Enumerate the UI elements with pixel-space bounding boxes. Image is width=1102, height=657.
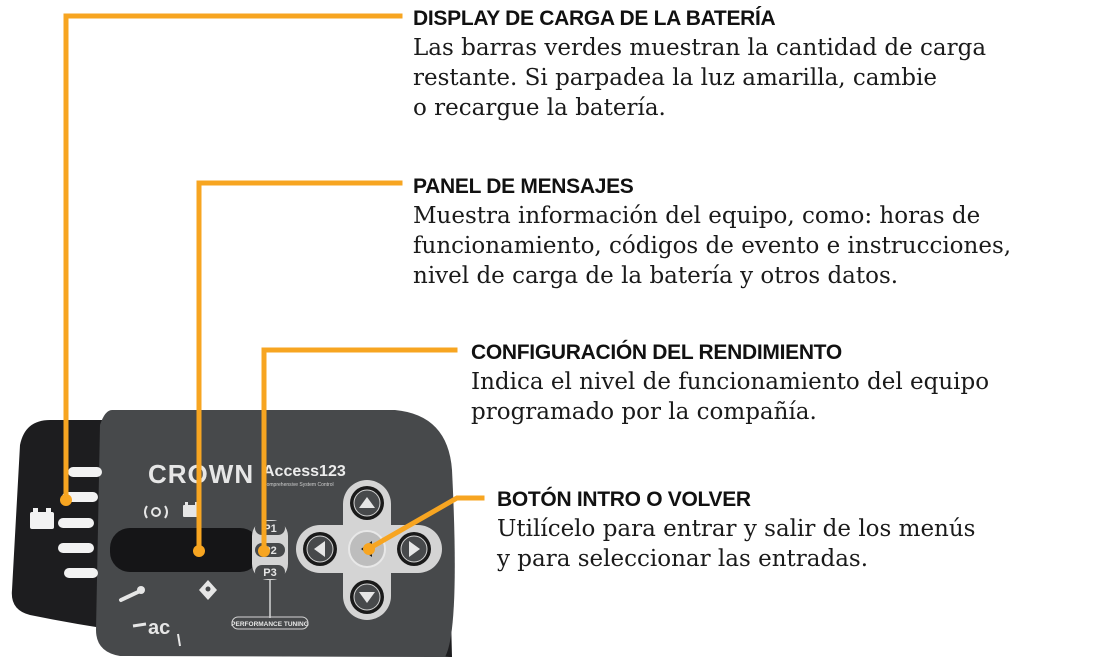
svg-text:ac: ac xyxy=(148,617,170,639)
svg-text:P3: P3 xyxy=(263,567,276,579)
leader-dot-enter xyxy=(363,543,375,555)
leader-dot-performance xyxy=(258,545,270,557)
ac-icon: ac xyxy=(132,617,181,647)
callout-battery-line: restante. Si parpadea la luz amarilla, c… xyxy=(413,65,938,91)
performance-mode-buttons: P1 P2 P3 PERFORMANCE TUNING xyxy=(231,520,309,630)
callout-battery-line: o recargue la batería. xyxy=(413,95,666,121)
callout-messages-line: Muestra información del equipo, como: ho… xyxy=(413,203,981,229)
leader-performance xyxy=(261,347,458,554)
arrow-down-button[interactable] xyxy=(350,580,384,614)
leader-dot-messages xyxy=(193,545,205,557)
mode-button-p3[interactable]: P3 xyxy=(255,565,285,579)
operator-icon xyxy=(199,580,217,600)
leader-battery xyxy=(63,13,403,503)
callout-performance-line: Indica el nivel de funcionamiento del eq… xyxy=(471,369,990,395)
callout-battery-desc: Las barras verdes muestran la cantidad d… xyxy=(413,33,1093,123)
callout-performance-desc: Indica el nivel de funcionamiento del eq… xyxy=(471,367,1096,427)
leader-messages xyxy=(196,180,403,554)
battery-bar-3 xyxy=(58,518,94,528)
callout-messages-line: nivel de carga de la batería y otros dat… xyxy=(413,263,899,289)
wrench-icon xyxy=(119,586,145,602)
callout-battery-line: Las barras verdes muestran la cantidad d… xyxy=(413,35,987,61)
callout-enter-title: BOTÓN INTRO O VOLVER xyxy=(497,488,751,511)
svg-text:P1: P1 xyxy=(263,523,276,535)
callout-performance-title: CONFIGURACIÓN DEL RENDIMIENTO xyxy=(471,341,842,364)
mode-button-p1[interactable]: P1 xyxy=(255,521,285,535)
callout-enter-line: y para seleccionar las entradas. xyxy=(497,546,869,572)
arrow-right-icon xyxy=(409,541,420,557)
arrow-left-icon xyxy=(314,541,325,557)
tuning-label-box xyxy=(231,616,309,630)
product-name: Access123 xyxy=(263,463,346,480)
callout-battery-display: DISPLAY DE CARGA DE LA BATERÍA Las barra… xyxy=(413,7,1093,123)
arrow-up-button[interactable] xyxy=(350,486,384,520)
arrow-up-icon xyxy=(359,497,375,508)
leader-lines xyxy=(63,13,485,554)
callout-battery-title: DISPLAY DE CARGA DE LA BATERÍA xyxy=(413,7,776,30)
arrow-left-button[interactable] xyxy=(303,532,337,566)
tuning-label: PERFORMANCE TUNING xyxy=(231,621,309,628)
battery-bar-1 xyxy=(68,467,102,477)
leader-endpoints xyxy=(60,494,375,557)
message-display xyxy=(110,528,260,572)
arrow-down-icon xyxy=(359,592,375,603)
callout-message-panel: PANEL DE MENSAJES Muestra información de… xyxy=(413,175,1098,291)
battery-bar-5 xyxy=(64,568,98,578)
callout-messages-title: PANEL DE MENSAJES xyxy=(413,175,634,198)
callout-performance-line: programado por la compañía. xyxy=(471,399,817,425)
horn-icon xyxy=(144,505,168,519)
product-subtitle: Comprehensive System Control xyxy=(263,482,334,488)
battery-bar-4 xyxy=(58,543,94,553)
leader-enter xyxy=(366,495,485,552)
callout-performance-setting: CONFIGURACIÓN DEL RENDIMIENTO Indica el … xyxy=(471,341,1096,427)
control-panel-device: CROWN Access123 Comprehensive System Con… xyxy=(11,410,455,657)
leader-dot-battery xyxy=(60,494,72,506)
callout-messages-desc: Muestra información del equipo, como: ho… xyxy=(413,201,1098,291)
battery-icon xyxy=(30,508,54,529)
arrow-right-button[interactable] xyxy=(397,532,431,566)
callout-messages-line: funcionamiento, códigos de evento e inst… xyxy=(413,233,1012,259)
callout-enter-desc: Utilícelo para entrar y salir de los men… xyxy=(497,514,1097,574)
callout-enter-line: Utilícelo para entrar y salir de los men… xyxy=(497,516,976,542)
callout-enter-button: BOTÓN INTRO O VOLVER Utilícelo para entr… xyxy=(497,488,1097,574)
